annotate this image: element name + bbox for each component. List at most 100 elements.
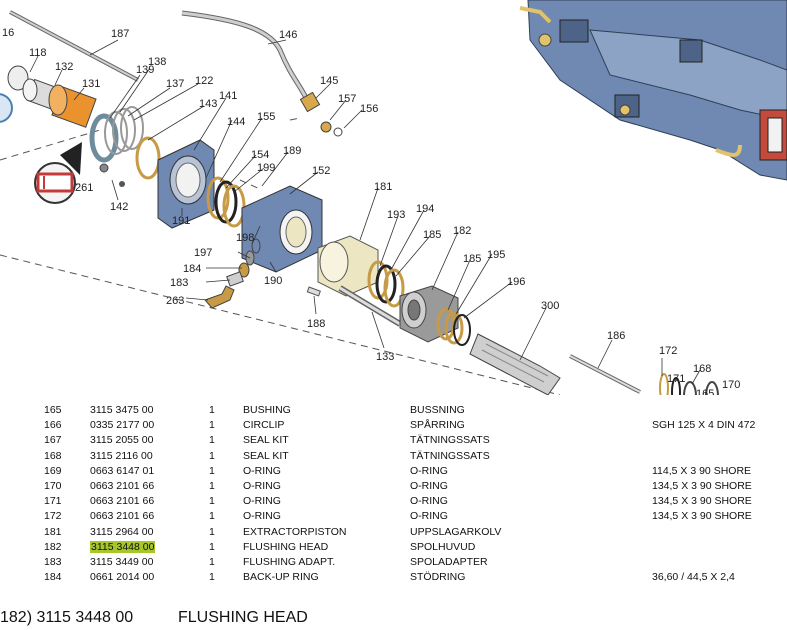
part-position-cell: 184 [0,570,90,585]
part-name-english-cell: O-RING [243,509,410,524]
selected-part-name: FLUSHING HEAD [178,609,308,626]
callout-label: 137 [166,78,184,90]
callout-label: 300 [541,300,559,312]
part-name-swedish-cell: O-RING [410,479,652,494]
part-name-english: EXTRACTORPISTON [243,525,347,538]
part-position-cell: 183 [0,555,90,570]
part-quantity-cell: 1 [209,403,243,418]
part-flushing-fittings [204,238,261,309]
part-number: 3115 3449 00 [90,556,154,569]
part-quantity-cell: 1 [209,479,243,494]
part-position: 184 [44,571,62,584]
part-number: 3115 2116 00 [90,449,153,462]
part-name-english: SEAL KIT [243,449,289,462]
part-position-cell: 166 [0,418,90,433]
part-remark-cell: 134,5 X 3 90 SHORE [652,479,787,494]
part-remark-cell [652,433,787,448]
part-remark-cell [652,449,787,464]
part-number-cell: 0663 2101 66 [90,494,209,509]
part-position-cell: 170 [0,479,90,494]
callout-label: 196 [507,276,525,288]
part-remark: 36,60 / 44,5 X 2,4 [652,571,735,584]
part-name-english-cell: BACK-UP RING [243,570,410,585]
part-name-english-cell: CIRCLIP [243,418,410,433]
callout-label: 152 [312,165,330,177]
part-name-english-cell: O-RING [243,464,410,479]
part-position-cell: 182 [0,540,90,555]
part-o-ring-stack [206,176,246,228]
part-name-swedish-cell: O-RING [410,494,652,509]
part-position: 181 [44,525,62,538]
part-157-screw [320,121,332,133]
part-remark: 134,5 X 3 90 SHORE [652,495,752,508]
part-position: 166 [44,419,62,432]
part-quantity: 1 [209,525,215,538]
part-186-rod [569,354,641,394]
callout-label: 131 [82,78,100,90]
selected-part-code: 182) 3115 3448 00 [0,609,134,626]
part-number: 3115 3475 00 [90,404,154,416]
part-182-flushing-head [399,285,459,343]
part-number: 0663 2101 66 [90,510,155,523]
part-name-english-cell: SEAL KIT [243,449,410,464]
part-name-english-cell: EXTRACTORPISTON [243,525,410,540]
part-quantity-cell: 1 [209,494,243,509]
part-number: 0663 2101 66 [90,480,155,493]
callout-label: 185 [463,253,481,265]
part-118-sleeve [7,65,29,91]
callout-label: 182 [453,225,471,237]
exploded-view-diagram: 16 187 146 118 132 131 139 138 137 122 1… [0,0,787,395]
part-quantity: 1 [209,404,215,416]
part-position: 171 [44,495,62,508]
part-number-cell: 0661 2014 00 [90,570,209,585]
part-number-cell: 0663 6147 01 [90,464,209,479]
part-name-english: SEAL KIT [243,434,289,447]
part-quantity: 1 [209,480,215,493]
part-name-swedish: UPPSLAGARKOLV [410,525,502,538]
part-position-cell: 165 [0,403,90,418]
callout-label: 194 [416,203,434,215]
part-quantity: 1 [209,510,215,523]
part-300-shank [469,333,561,395]
selected-part-summary: 182) 3115 3448 00 FLUSHING HEAD [0,606,787,630]
part-quantity-cell: 1 [209,464,243,479]
part-position-cell: 168 [0,449,90,464]
part-position: 165 [44,404,62,416]
assembly-centerlines [0,117,561,395]
part-name-swedish-cell: UPPSLAGARKOLV [410,525,652,540]
callout-label: 165 [696,388,714,395]
callout-label: 190 [264,275,282,287]
callout-leader-lines [29,39,701,385]
part-name-english: BACK-UP RING [243,571,319,584]
part-name-swedish-cell: BUSSNING [410,403,652,418]
part-name-english-cell: BUSHING [243,403,410,418]
table-row[interactable]: 181 3115 2964 00 1 EXTRACTORPISTON UPPSLAGAR… [0,525,787,540]
part-name-english-cell: O-RING [243,479,410,494]
part-name-swedish: BUSSNING [410,404,465,416]
part-number: 3115 2964 00 [90,525,154,538]
part-131-bushing [48,84,97,128]
callout-label: 145 [320,75,338,87]
part-rings-185-195-196 [436,307,471,346]
part-remark-cell: 134,5 X 3 90 SHORE [652,509,787,524]
callout-label: 185 [423,229,441,241]
part-rings-172-170 [659,373,719,395]
part-remark: SGH 125 X 4 DIN 472 [652,419,756,432]
part-remark-cell [652,403,787,418]
callout-label: 154 [251,149,269,161]
part-quantity-cell: 1 [209,555,243,570]
part-position: 168 [44,449,62,462]
detail-inset-261 [34,142,82,204]
